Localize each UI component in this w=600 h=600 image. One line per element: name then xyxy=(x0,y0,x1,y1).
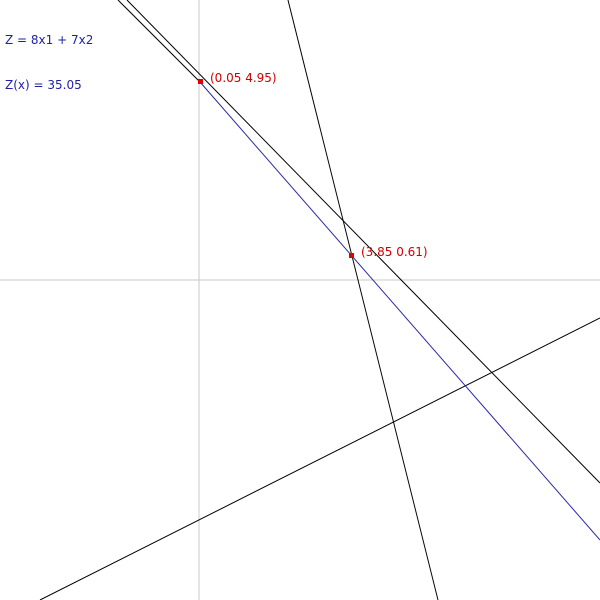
objective-value: Z(x) = 35.05 xyxy=(5,78,82,92)
optimum-point-2: (3.85 0.61) xyxy=(349,245,428,259)
constraint-line-2 xyxy=(287,0,439,600)
point-marker-2 xyxy=(349,253,354,258)
constraint-line-3 xyxy=(39,317,600,600)
point-label-2: (3.85 0.61) xyxy=(361,245,428,259)
objective-info: Z = 8x1 + 7x2 Z(x) = 35.05 xyxy=(5,3,93,108)
constraint-line-1 xyxy=(126,0,600,484)
point-marker-1 xyxy=(198,79,203,84)
objective-line xyxy=(199,81,600,541)
objective-formula: Z = 8x1 + 7x2 xyxy=(5,33,94,47)
optimum-point-1: (0.05 4.95) xyxy=(198,71,277,85)
constraint-line-4 xyxy=(117,0,201,83)
point-label-1: (0.05 4.95) xyxy=(210,71,277,85)
